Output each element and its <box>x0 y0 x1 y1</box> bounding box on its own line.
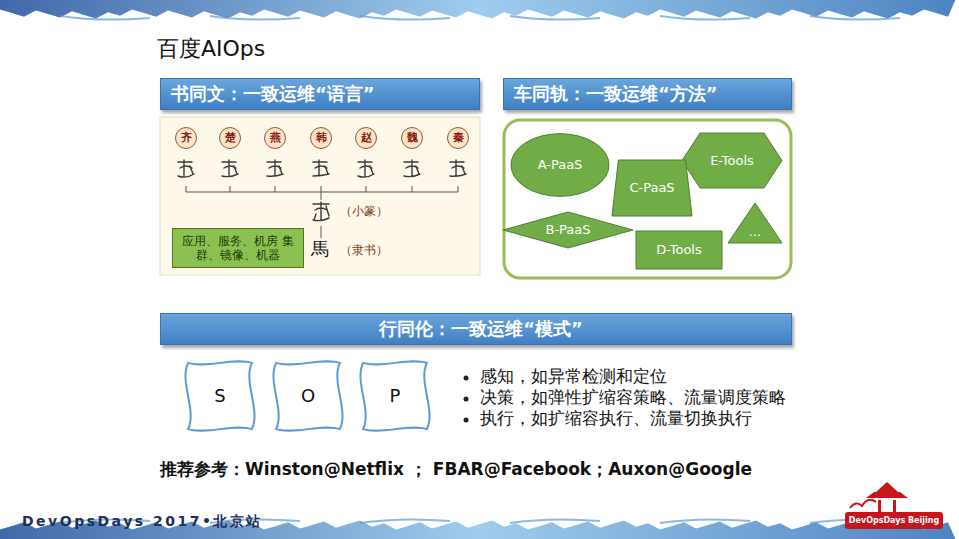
logo-badge: DevOpsDays Beijing <box>845 512 943 529</box>
bullet-text: 执行，如扩缩容执行、流量切换执行 <box>480 408 752 428</box>
scope-box: 应用、服务、机房 集群、镜像、机器 <box>172 228 304 268</box>
section-band: 车同轨：一致运维“方法” <box>503 78 792 110</box>
tools-panel <box>504 120 791 278</box>
clerical-char: 馬 <box>311 238 329 260</box>
top-brush <box>0 0 959 20</box>
node-text: ... <box>749 224 761 240</box>
state-circle: 赵 <box>355 127 377 149</box>
node-text: 秦 <box>453 131 464 144</box>
more-triangle: ... <box>728 203 782 243</box>
sop-scroll: P <box>357 360 433 432</box>
node-text: A-PaaS <box>538 157 583 173</box>
section-band: 行同伦：一致运维“模式” <box>160 313 792 345</box>
node-text: S <box>214 385 225 407</box>
node-text: 赵 <box>361 131 372 144</box>
node-text: C-PaaS <box>629 180 674 196</box>
tools-hexagon: E-Tools <box>682 133 782 188</box>
node-text: E-Tools <box>710 153 754 169</box>
node-text: 燕 <box>270 131 281 144</box>
tools-rect: D-Tools <box>636 231 722 269</box>
node-text: D-Tools <box>656 242 702 258</box>
script-note: （隶书） <box>340 243 388 257</box>
node-text: O <box>301 385 315 407</box>
node-text: B-PaaS <box>545 222 590 238</box>
reference-note: 推荐参考：Winston@Netflix ； FBAR@Facebook；Aux… <box>160 459 752 479</box>
bullets <box>464 376 469 423</box>
seal-glyphs <box>178 160 466 221</box>
sop-scroll: O <box>270 360 346 432</box>
node-text: 书同文：一致运维“语言” <box>171 83 375 105</box>
state-circle: 秦 <box>447 127 469 149</box>
node-text: DevOpsDays Beijing <box>849 516 939 526</box>
node-text: 行同伦：一致运维“模式” <box>379 318 583 340</box>
logo-building <box>850 482 908 512</box>
illustration-panel <box>160 117 480 275</box>
bullet-text: 决策，如弹性扩缩容策略、流量调度策略 <box>480 387 786 407</box>
slide-title: 百度AIOps <box>157 36 265 62</box>
node-text: 楚 <box>225 131 236 144</box>
state-circle: 魏 <box>401 127 423 149</box>
paas-diamond: B-PaaS <box>503 212 633 248</box>
node-text: 齐 <box>181 131 192 144</box>
sop-scroll: S <box>182 360 258 432</box>
node-text: 车同轨：一致运维“方法” <box>514 83 718 105</box>
paas-ellipse: A-PaaS <box>510 133 610 197</box>
bullet-text: 感知，如异常检测和定位 <box>480 366 667 386</box>
state-circle: 楚 <box>219 127 241 149</box>
footer-text: DevOpsDays 2017•北京站 <box>22 513 263 530</box>
state-circle: 韩 <box>310 127 332 149</box>
section-band: 书同文：一致运维“语言” <box>160 78 480 110</box>
state-circle: 燕 <box>264 127 286 149</box>
script-note: （小篆） <box>340 204 388 218</box>
node-text: 魏 <box>407 131 418 144</box>
node-text: P <box>390 385 401 407</box>
paas-trapezoid: C-PaaS <box>612 160 692 216</box>
node-text: 韩 <box>316 131 327 144</box>
state-circle: 齐 <box>175 127 197 149</box>
node-text: 应用、服务、机房 集群、镜像、机器 <box>179 234 297 263</box>
